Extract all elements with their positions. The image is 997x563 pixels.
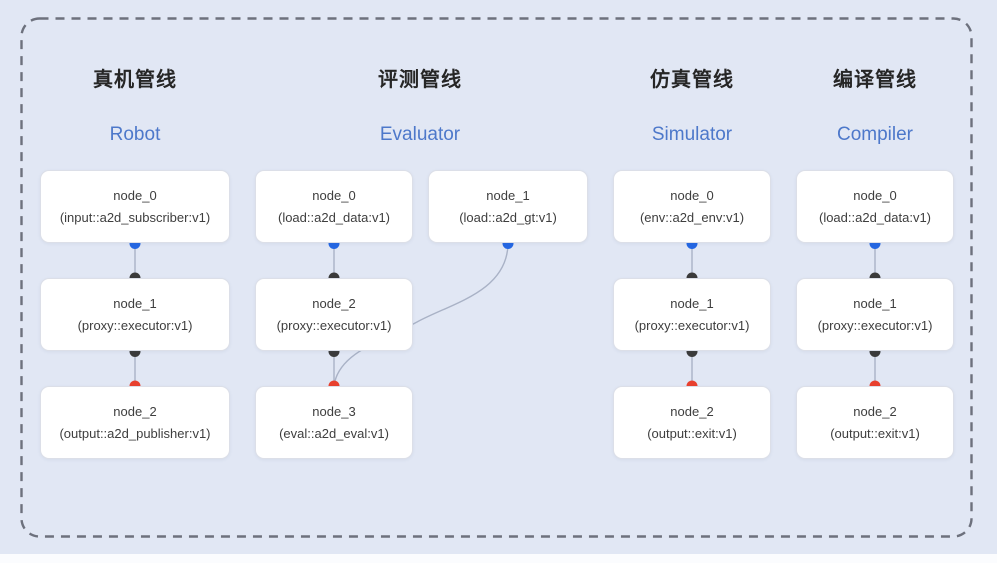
- node-simulator-1-type: (proxy::executor:v1): [634, 317, 750, 333]
- node-evaluator-1-name: node_1: [486, 187, 530, 203]
- pipeline-title-compiler-cn: 编译管线: [833, 69, 917, 91]
- node-compiler-2-name: node_2: [853, 403, 897, 419]
- node-simulator-1[interactable]: node_1 (proxy::executor:v1): [613, 278, 771, 351]
- pipeline-title-evaluator-cn: 评测管线: [378, 69, 462, 91]
- node-evaluator-0-type: (load::a2d_data:v1): [277, 209, 391, 225]
- dashed-frame: [20, 17, 973, 538]
- edge-eval-n1-n3: [333, 244, 509, 384]
- node-robot-0-type: (input::a2d_subscriber:v1): [59, 209, 211, 225]
- node-robot-0-name: node_0: [113, 187, 157, 203]
- node-compiler-2[interactable]: node_2 (output::exit:v1): [796, 386, 954, 459]
- node-simulator-0-name: node_0: [670, 187, 714, 203]
- node-robot-1-name: node_1: [113, 295, 157, 311]
- node-compiler-1-name: node_1: [853, 295, 897, 311]
- node-robot-1-type: (proxy::executor:v1): [77, 317, 193, 333]
- node-compiler-1[interactable]: node_1 (proxy::executor:v1): [796, 278, 954, 351]
- pipeline-title-robot-cn: 真机管线: [93, 69, 177, 91]
- node-evaluator-0-name: node_0: [312, 187, 356, 203]
- node-compiler-0-name: node_0: [853, 187, 897, 203]
- node-compiler-0[interactable]: node_0 (load::a2d_data:v1): [796, 170, 954, 243]
- node-evaluator-3-name: node_3: [312, 403, 356, 419]
- node-robot-2-type: (output::a2d_publisher:v1): [59, 425, 211, 441]
- node-evaluator-2-name: node_2: [312, 295, 356, 311]
- node-simulator-0[interactable]: node_0 (env::a2d_env:v1): [613, 170, 771, 243]
- node-simulator-2-type: (output::exit:v1): [647, 425, 737, 441]
- node-robot-2[interactable]: node_2 (output::a2d_publisher:v1): [40, 386, 230, 459]
- node-robot-2-name: node_2: [113, 403, 157, 419]
- pipeline-subtitle-compiler: Compiler: [836, 124, 914, 145]
- node-simulator-2[interactable]: node_2 (output::exit:v1): [613, 386, 771, 459]
- pipeline-title-simulator-cn: 仿真管线: [650, 69, 734, 91]
- node-simulator-1-name: node_1: [670, 295, 714, 311]
- node-compiler-1-type: (proxy::executor:v1): [817, 317, 933, 333]
- pipeline-subtitle-evaluator: Evaluator: [379, 124, 461, 145]
- node-evaluator-0[interactable]: node_0 (load::a2d_data:v1): [255, 170, 413, 243]
- pipeline-subtitle-simulator: Simulator: [651, 124, 733, 145]
- node-evaluator-3[interactable]: node_3 (eval::a2d_eval:v1): [255, 386, 413, 459]
- node-compiler-2-type: (output::exit:v1): [830, 425, 920, 441]
- node-robot-0[interactable]: node_0 (input::a2d_subscriber:v1): [40, 170, 230, 243]
- node-evaluator-2-type: (proxy::executor:v1): [276, 317, 392, 333]
- node-robot-1[interactable]: node_1 (proxy::executor:v1): [40, 278, 230, 351]
- node-evaluator-1[interactable]: node_1 (load::a2d_gt:v1): [428, 170, 588, 243]
- node-evaluator-3-type: (eval::a2d_eval:v1): [279, 425, 389, 441]
- screenshot-bottom-edge: [0, 554, 997, 563]
- node-evaluator-2[interactable]: node_2 (proxy::executor:v1): [255, 278, 413, 351]
- pipeline-subtitle-robot: Robot: [109, 124, 161, 145]
- node-simulator-2-name: node_2: [670, 403, 714, 419]
- node-evaluator-1-type: (load::a2d_gt:v1): [459, 209, 557, 225]
- node-compiler-0-type: (load::a2d_data:v1): [818, 209, 932, 225]
- node-simulator-0-type: (env::a2d_env:v1): [639, 209, 745, 225]
